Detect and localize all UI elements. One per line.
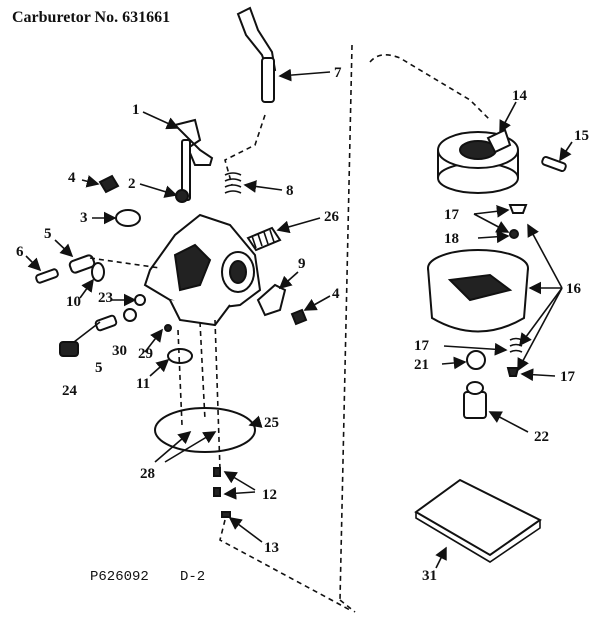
part-31-filter	[414, 478, 542, 557]
diagram-title: Carburetor No. 631661	[12, 9, 170, 26]
part-4-screw-right	[290, 308, 308, 326]
separator-dashed-line	[219, 44, 491, 613]
part-17-screw-bottom	[506, 367, 520, 377]
part-4-screw-top	[98, 174, 120, 194]
label-17-mid: 17	[414, 338, 430, 354]
label-30: 30	[112, 343, 127, 359]
part-30-washer	[123, 308, 137, 322]
label-15: 15	[574, 128, 589, 144]
label-31: 31	[422, 568, 437, 584]
label-11: 11	[136, 376, 150, 392]
part-17-screw-top	[508, 204, 528, 214]
label-5-bottom: 5	[95, 360, 103, 376]
label-29: 29	[138, 346, 153, 362]
label-21: 21	[414, 357, 429, 373]
label-18: 18	[444, 231, 459, 247]
part-23-clip	[134, 294, 146, 306]
part-9-throttle-plate	[256, 283, 287, 317]
part-11-gasket	[167, 348, 193, 364]
part-15-pin	[541, 155, 567, 173]
leader-lines	[25, 68, 573, 569]
part-29-pin	[164, 324, 172, 332]
label-4-top: 4	[68, 170, 76, 186]
part-17-spring	[509, 337, 523, 353]
label-13: 13	[264, 540, 279, 556]
label-12: 12	[262, 487, 277, 503]
label-1: 1	[132, 102, 140, 118]
part-26-idle-screw	[246, 226, 282, 252]
part-carburetor-body	[143, 213, 262, 327]
part-31-filter-edge	[415, 512, 541, 563]
label-26: 26	[324, 209, 340, 225]
label-2: 2	[128, 176, 136, 192]
part-3-choke-plate	[115, 209, 141, 227]
label-3: 3	[80, 210, 88, 226]
part-22-fitting	[463, 381, 487, 419]
label-17-top: 17	[444, 207, 460, 223]
part-10-seal	[91, 262, 105, 282]
label-5-top: 5	[44, 226, 52, 242]
part-16-float-bowl	[427, 249, 529, 333]
footer-page: D-2	[180, 569, 205, 585]
label-10: 10	[66, 294, 81, 310]
part-21-washer	[466, 350, 486, 370]
label-8: 8	[286, 183, 294, 199]
part-8-spring	[224, 172, 242, 194]
part-18-washer	[509, 229, 519, 239]
part-7-throttle-shaft	[236, 6, 277, 103]
assembly-line	[177, 319, 221, 471]
footer-code: P626092	[90, 569, 149, 585]
label-17-bottom: 17	[560, 369, 576, 385]
part-13-pin	[221, 511, 231, 518]
label-24: 24	[62, 383, 78, 399]
part-12-pin-b	[213, 487, 221, 497]
label-14: 14	[512, 88, 528, 104]
part-5-6-needles	[35, 254, 161, 332]
part-2-screw	[175, 189, 189, 203]
label-16: 16	[566, 281, 582, 297]
label-23: 23	[98, 290, 113, 306]
label-9: 9	[298, 256, 306, 272]
label-28: 28	[140, 466, 155, 482]
part-24-needle-valve	[59, 321, 101, 357]
label-6: 6	[16, 244, 24, 260]
label-7: 7	[334, 65, 342, 81]
part-14-bowl-cover	[437, 128, 519, 194]
label-25: 25	[264, 415, 279, 431]
label-22: 22	[534, 429, 549, 445]
label-4-right: 4	[332, 286, 340, 302]
part-1-choke-lever	[173, 118, 214, 201]
part-12-pin-a	[213, 467, 221, 477]
